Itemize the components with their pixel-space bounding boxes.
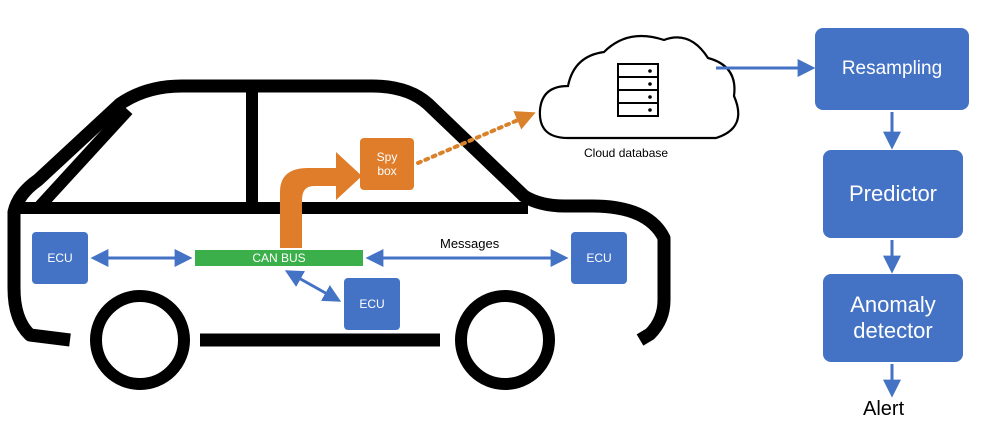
can-to-ecu-bottom-arrow: [284, 270, 342, 302]
database-icon: [617, 63, 659, 117]
ecu-box-bottom: [344, 278, 400, 330]
spy-box: [360, 138, 414, 190]
front-wheel: [455, 290, 555, 390]
predictor-box: [823, 150, 963, 238]
car-roof-outline: [7, 79, 671, 346]
car-lower-outline: [7, 287, 71, 347]
anomaly-detector-box: [823, 274, 963, 362]
resampling-label: Resampling: [841, 57, 943, 79]
messages-label: Messages: [440, 236, 500, 251]
ecu-box-left: [32, 232, 88, 284]
anomaly-label-line2: detector: [853, 318, 933, 343]
rear-wheel: [90, 290, 190, 390]
cloud-database: [538, 34, 740, 140]
spy-box-label-line2: box: [377, 164, 397, 178]
ecu-left-label: ECU: [47, 250, 73, 265]
can-to-spybox-arrow: [280, 152, 362, 248]
car-front-window: [35, 105, 133, 211]
ecu-box-right: [571, 232, 627, 284]
cloud-database-label: Cloud database: [584, 146, 669, 160]
can-bus-label: CAN BUS: [252, 250, 306, 265]
spy-box-label: Spy box: [360, 138, 414, 190]
can-bus-bar: [195, 250, 363, 266]
predictor-label: Predictor: [848, 180, 938, 206]
anomaly-detector-label: Anomaly detector: [823, 274, 963, 362]
car-illustration: [7, 79, 671, 390]
ecu-right-label: ECU: [586, 250, 612, 265]
spy-box-label-line1: Spy: [376, 149, 398, 164]
ecu-bottom-label: ECU: [359, 296, 385, 311]
anomaly-label-line1: Anomaly: [850, 291, 936, 317]
alert-label: Alert: [863, 398, 905, 420]
resampling-box: [815, 28, 969, 110]
spybox-to-cloud-dotted-arrow: [416, 111, 536, 165]
